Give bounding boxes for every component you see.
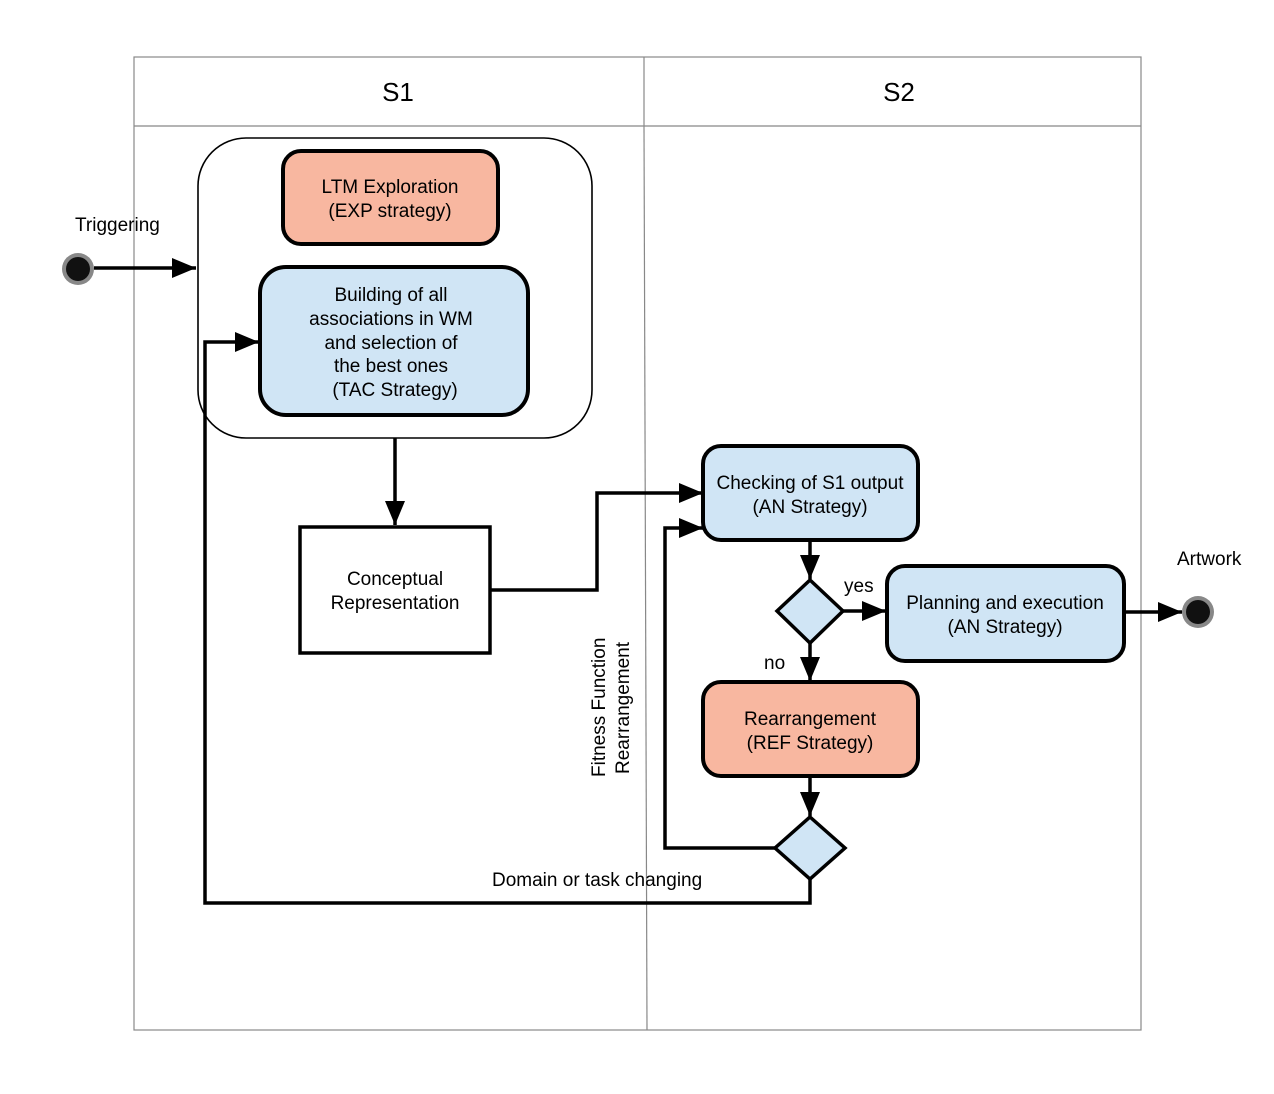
checking-line-1: Checking of S1 output <box>717 473 905 494</box>
building-line-2: associations in WM <box>309 309 473 330</box>
conceptual-representation-node[interactable]: Conceptual Representation <box>298 525 492 655</box>
ltm-line-2: (EXP strategy) <box>328 201 451 222</box>
swimlane-frame <box>133 56 1142 1031</box>
checking-s1-output-node[interactable]: Checking of S1 output (AN Strategy) <box>701 444 920 542</box>
rearrangement-line-2: (REF Strategy) <box>747 733 874 754</box>
edge-conceptual-to-checking <box>490 483 703 592</box>
building-line-4: the best ones <box>334 356 448 377</box>
building-line-3: and selection of <box>324 333 458 354</box>
decision-diamond-output-ok[interactable] <box>774 577 846 646</box>
rearrangement-line-1: Rearrangement <box>744 709 877 730</box>
edge-fitness-loop <box>663 518 775 850</box>
edge-domain-loop <box>203 332 812 905</box>
conceptual-line-1: Conceptual <box>347 569 443 590</box>
ltm-exploration-node[interactable]: LTM Exploration (EXP strategy) <box>281 149 500 246</box>
checking-line-2: (AN Strategy) <box>752 497 867 518</box>
conceptual-line-2: Representation <box>331 593 460 614</box>
building-associations-node[interactable]: Building of all associations in WM and s… <box>258 265 530 417</box>
fitness-label-line-2: Rearrangement <box>613 641 634 774</box>
lane-title-s1: S1 <box>382 77 414 107</box>
triggering-label: Triggering <box>75 215 160 236</box>
ltm-line-1: LTM Exploration <box>322 177 459 198</box>
no-label: no <box>764 653 785 674</box>
planning-line-1: Planning and execution <box>906 593 1104 614</box>
fitness-label-line-1: Fitness Function <box>589 638 610 777</box>
lane-title-s2: S2 <box>883 77 915 107</box>
artwork-label: Artwork <box>1177 549 1242 570</box>
building-line-5: (TAC Strategy) <box>332 380 457 401</box>
final-node <box>1182 596 1214 628</box>
initial-node <box>62 253 94 285</box>
planning-execution-node[interactable]: Planning and execution (AN Strategy) <box>885 564 1126 663</box>
domain-change-label: Domain or task changing <box>492 870 702 891</box>
yes-label: yes <box>844 576 874 597</box>
building-line-1: Building of all <box>334 285 447 306</box>
rearrangement-node[interactable]: Rearrangement (REF Strategy) <box>701 680 920 778</box>
edges <box>94 258 1182 905</box>
planning-line-2: (AN Strategy) <box>947 617 1062 638</box>
decision-diamond-domain-change[interactable] <box>772 814 848 882</box>
